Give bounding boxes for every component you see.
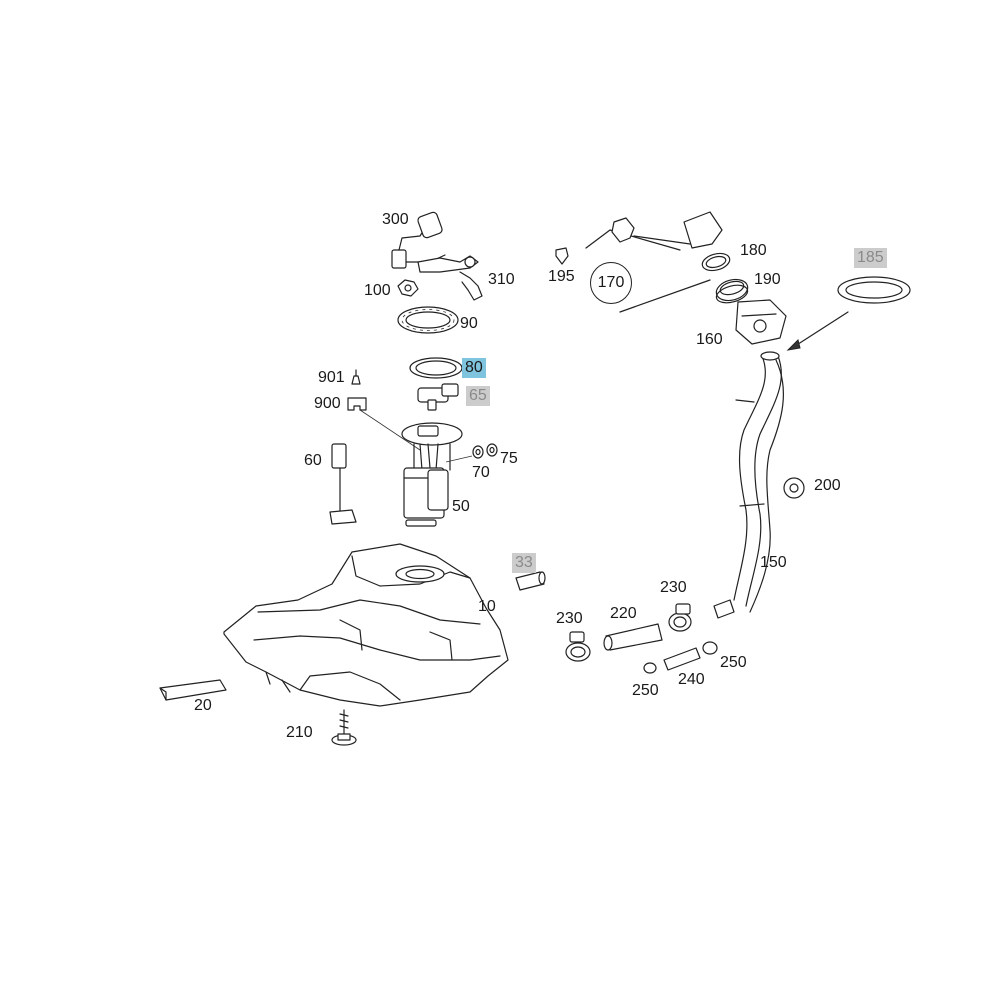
- callout-195[interactable]: 195: [548, 268, 575, 285]
- callout-20[interactable]: 20: [194, 697, 212, 714]
- callout-160[interactable]: 160: [696, 331, 723, 348]
- callout-80[interactable]: 80: [462, 358, 486, 378]
- callout-170[interactable]: 170: [590, 262, 632, 304]
- part-310-sender-bracket: [417, 255, 483, 301]
- callout-70[interactable]: 70: [472, 464, 490, 481]
- callout-150[interactable]: 150: [760, 554, 787, 571]
- part-180-seal-ring: [701, 252, 731, 272]
- part-75-washer: [486, 443, 498, 457]
- part-200-fitting: [783, 477, 805, 499]
- callout-300[interactable]: 300: [382, 211, 409, 228]
- part-80-seal-ring: [409, 357, 463, 379]
- arrow-185: [791, 311, 849, 349]
- callout-75[interactable]: 75: [500, 450, 518, 467]
- callout-230-left[interactable]: 230: [556, 610, 583, 627]
- callout-10[interactable]: 10: [478, 598, 496, 615]
- part-100-nut: [397, 279, 419, 297]
- part-33-sleeve: [515, 571, 546, 591]
- callout-60[interactable]: 60: [304, 452, 322, 469]
- part-185-clamp-ring: [837, 276, 911, 304]
- part-90-locking-ring: [397, 306, 459, 334]
- callout-901[interactable]: 901: [318, 369, 345, 386]
- arrow-185-head: [786, 339, 801, 351]
- callout-250-left[interactable]: 250: [632, 682, 659, 699]
- part-170-cap-assembly: [585, 211, 723, 313]
- part-60-level-sender: [329, 443, 357, 525]
- part-150-filler-neck: [713, 351, 784, 619]
- callout-230-right[interactable]: 230: [660, 579, 687, 596]
- part-160-filler-housing: [735, 299, 787, 345]
- callout-210[interactable]: 210: [286, 724, 313, 741]
- part-50-fuel-pump-module: [359, 409, 463, 527]
- part-901-clip: [351, 369, 361, 385]
- callout-900[interactable]: 900: [314, 395, 341, 412]
- part-250-clamp-left: [643, 662, 657, 674]
- part-240-hose: [663, 647, 701, 671]
- part-230-clamp-left: [565, 631, 591, 662]
- part-20-pad: [159, 679, 227, 701]
- callout-65[interactable]: 65: [466, 386, 490, 406]
- part-300-wiring-harness: [391, 211, 446, 269]
- callout-185[interactable]: 185: [854, 248, 887, 268]
- part-900-clip: [347, 397, 367, 411]
- callout-200[interactable]: 200: [814, 477, 841, 494]
- callout-100[interactable]: 100: [364, 282, 391, 299]
- part-65-regulator: [417, 383, 459, 411]
- callout-50[interactable]: 50: [452, 498, 470, 515]
- part-190-ring: [715, 278, 749, 304]
- part-210-bolt: [331, 709, 357, 746]
- part-195-clip: [555, 247, 569, 265]
- callout-33[interactable]: 33: [512, 553, 536, 573]
- part-230-clamp-right: [668, 603, 692, 632]
- callout-90[interactable]: 90: [460, 315, 478, 332]
- callout-220[interactable]: 220: [610, 605, 637, 622]
- part-70-washer: [445, 445, 484, 463]
- part-10-fuel-tank: [223, 543, 509, 707]
- callout-310[interactable]: 310: [488, 271, 515, 288]
- part-250-clamp-right: [702, 641, 718, 655]
- callout-240[interactable]: 240: [678, 671, 705, 688]
- part-220-hose: [603, 623, 663, 651]
- callout-190[interactable]: 190: [754, 271, 781, 288]
- callout-250-right[interactable]: 250: [720, 654, 747, 671]
- callout-180[interactable]: 180: [740, 242, 767, 259]
